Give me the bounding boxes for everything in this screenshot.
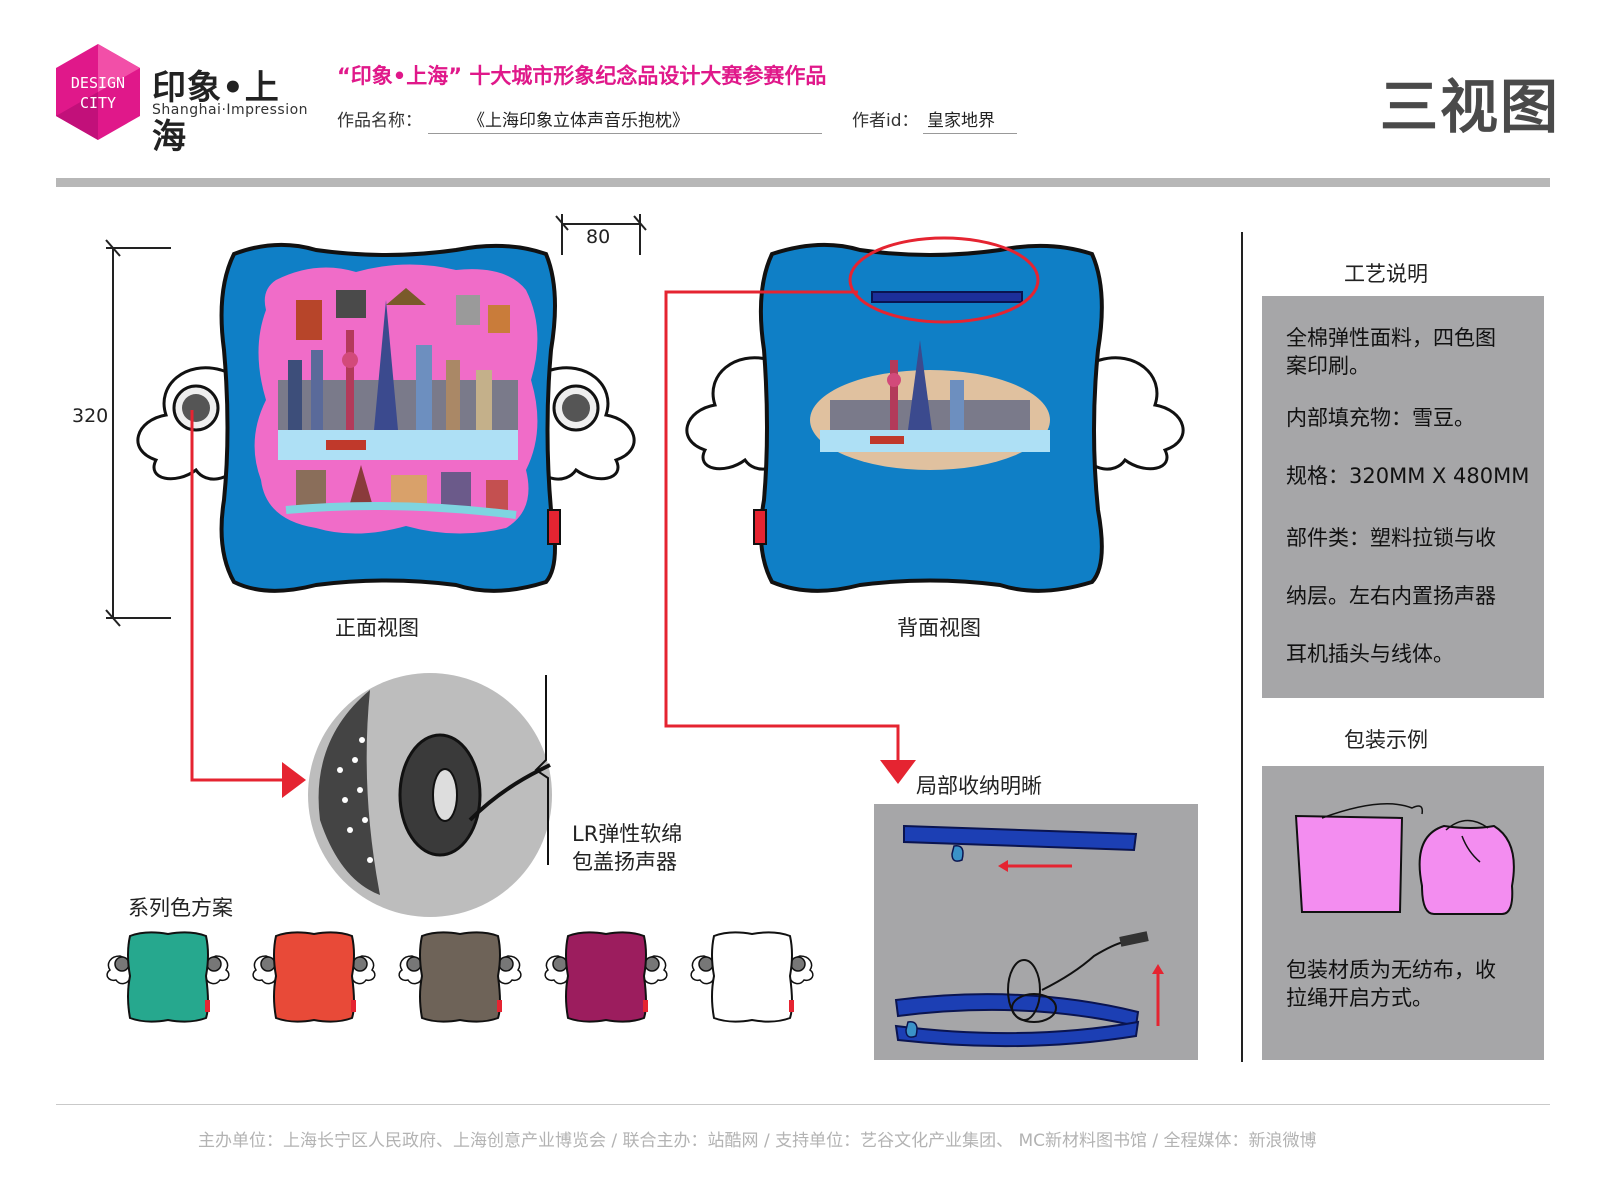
color-swatch-2 — [252, 931, 376, 1023]
packaging-title: 包装示例 — [1344, 728, 1428, 752]
right-column-divider — [1241, 232, 1243, 1062]
speaker-caption-line2: 包盖扬声器 — [572, 850, 677, 874]
left-speaker-icon — [172, 384, 220, 432]
craft-line-7: 耳机插头与线体。 — [1286, 642, 1454, 666]
work-name-label: 作品名称： — [337, 111, 422, 131]
view-title: 三视图 — [1380, 73, 1561, 141]
work-name-value: 《上海印象立体声音乐抱枕》 — [428, 106, 822, 134]
packaging-line-1: 包装材质为无纺布，收 — [1286, 958, 1496, 982]
zipper-closed-icon — [903, 824, 1138, 852]
storage-detail-panel — [874, 804, 1198, 1060]
packaging-line-2: 拉绳开启方式。 — [1286, 986, 1433, 1010]
craft-line-5: 部件类：塑料拉锁与收 — [1286, 526, 1496, 550]
color-swatch-3 — [398, 931, 522, 1023]
author-label: 作者id： — [852, 111, 919, 131]
logo: DESIGN CITY 印象•上海 Shanghai·Impression — [52, 42, 308, 157]
logo-name-cn: 印象•上海 — [152, 68, 280, 157]
craft-line-2: 案印刷。 — [1286, 354, 1370, 378]
speaker-caption-line1: LR弹性软绵 — [572, 822, 683, 846]
color-swatch-1 — [106, 931, 230, 1023]
earphone-cable-icon — [1007, 941, 1125, 1023]
footer-text: 主办单位：上海长宁区人民政府、上海创意产业博览会 / 联合主办：站酷网 / 支持… — [198, 1131, 1317, 1151]
contest-title: “印象•上海” 十大城市形象纪念品设计大赛参赛作品 — [337, 64, 827, 88]
logo-name-en: Shanghai·Impression — [152, 102, 309, 118]
color-swatch-4 — [544, 931, 668, 1023]
craft-line-4: 规格：320MM X 480MM — [1286, 464, 1530, 488]
color-series-title: 系列色方案 — [128, 896, 233, 920]
dimension-depth: 80 — [586, 226, 611, 248]
design-city-badge: DESIGN CITY — [56, 44, 140, 140]
storage-detail-title: 局部收纳明晰 — [916, 774, 1042, 798]
packaging-bags-icon — [1294, 803, 1515, 915]
craft-line-6: 纳层。左右内置扬声器 — [1286, 584, 1496, 608]
back-zipper-icon — [871, 291, 1023, 303]
author-value: 皇家地界 — [923, 106, 1017, 134]
color-series-row — [106, 930, 846, 1030]
front-view-drawing — [105, 214, 647, 627]
dimension-height: 320 — [72, 405, 109, 427]
footer-divider — [56, 1104, 1550, 1105]
svg-text:CITY: CITY — [80, 94, 116, 112]
craft-line-1: 全棉弹性面料，四色图 — [1286, 326, 1496, 350]
front-view-label: 正面视图 — [335, 616, 419, 640]
craft-panel: 全棉弹性面料，四色图 案印刷。 内部填充物：雪豆。 规格：320MM X 480… — [1262, 296, 1544, 698]
color-swatch-5 — [690, 931, 814, 1023]
back-view-label: 背面视图 — [897, 616, 981, 640]
zipper-highlight-circle — [848, 236, 1040, 324]
craft-title: 工艺说明 — [1344, 262, 1428, 286]
craft-line-3: 内部填充物：雪豆。 — [1286, 406, 1475, 430]
back-view-drawing — [685, 236, 1185, 593]
speaker-detail — [308, 673, 552, 917]
header-divider — [56, 178, 1550, 187]
right-speaker-icon — [552, 384, 600, 432]
packaging-panel: 包装材质为无纺布，收 拉绳开启方式。 — [1262, 766, 1544, 1060]
svg-text:DESIGN: DESIGN — [71, 74, 125, 92]
color-swatches — [106, 931, 814, 1023]
